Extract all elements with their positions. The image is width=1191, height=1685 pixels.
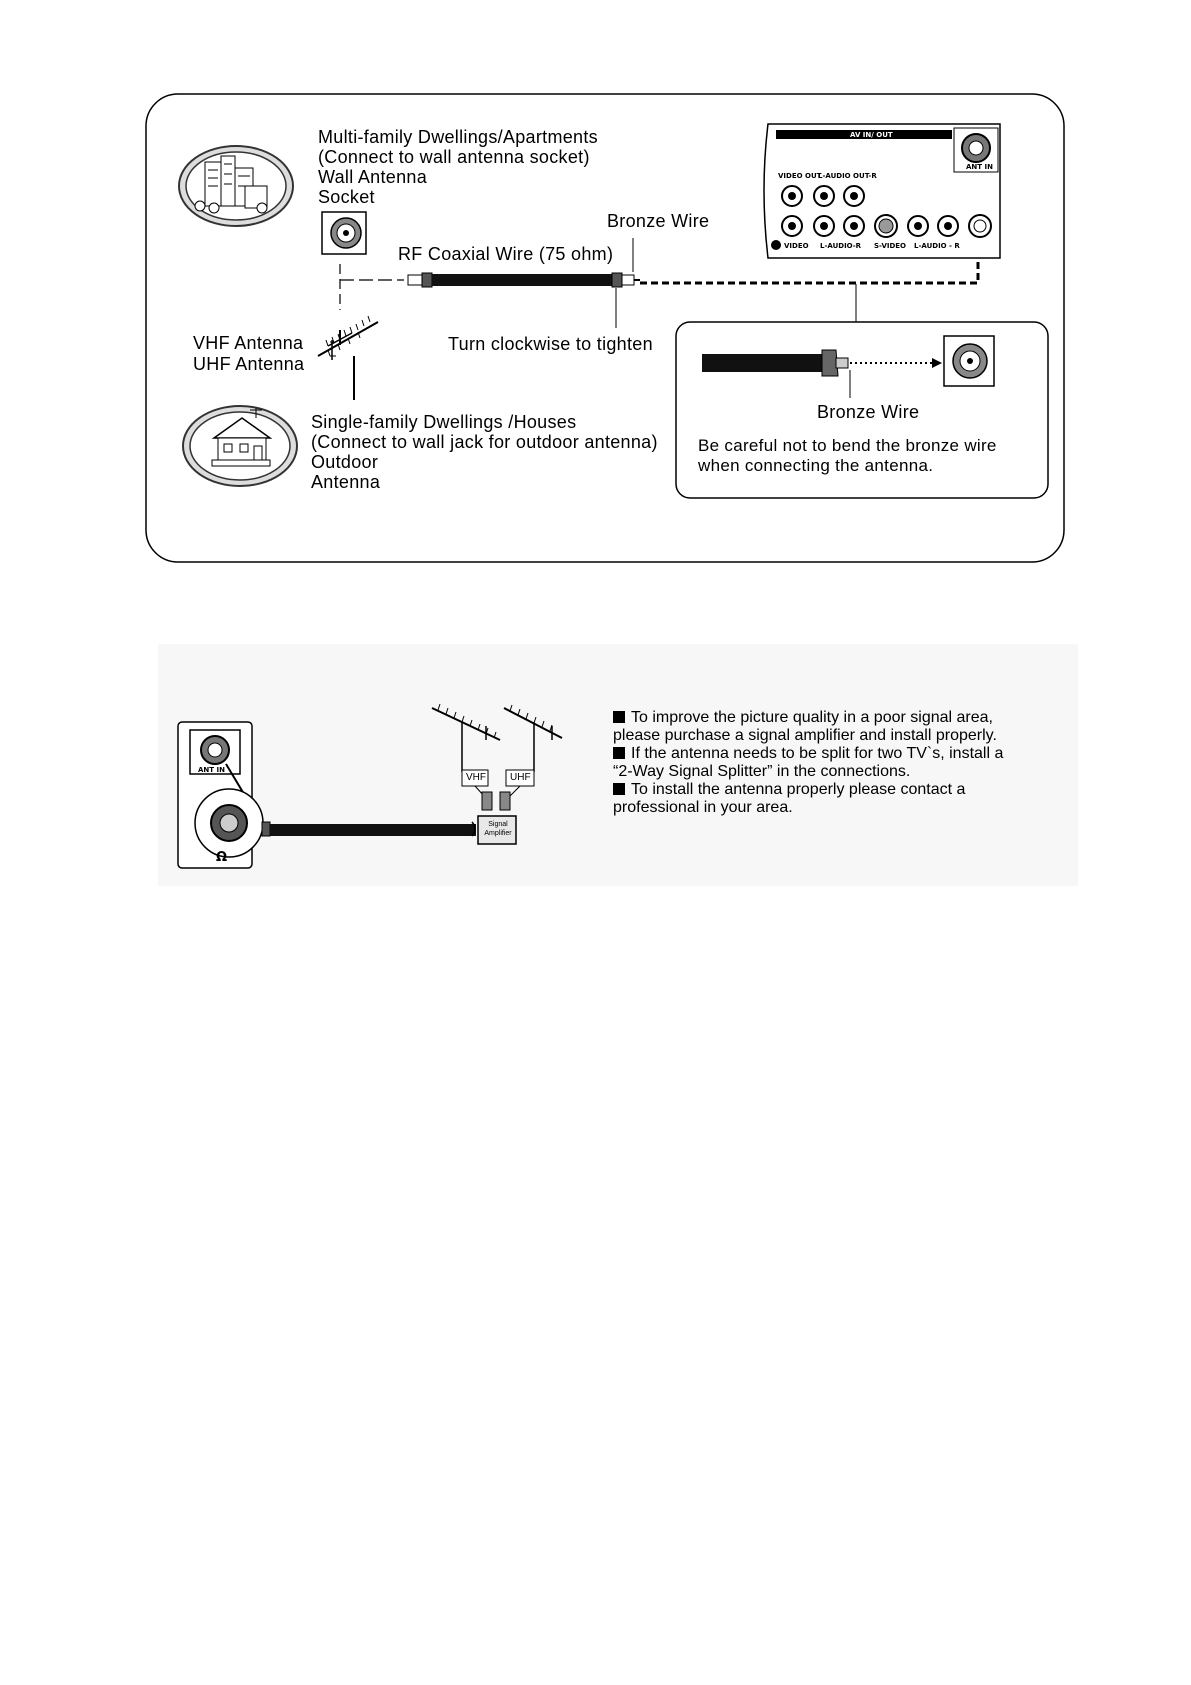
multi-family-subtitle: (Connect to wall antenna socket) (318, 147, 590, 167)
apartment-building-icon (178, 145, 294, 227)
caution-line-2: when connecting the antenna. (698, 456, 934, 475)
caution-line-1: Be careful not to bend the bronze wire (698, 436, 997, 455)
note-1-text: To improve the picture quality in a poor… (631, 709, 993, 726)
video-out-label: VIDEO OUT (778, 172, 822, 180)
single-family-title: Single-family Dwellings /Houses (311, 412, 577, 432)
antenna-label: Antenna (311, 472, 381, 492)
vhf-label: VHF (466, 772, 486, 783)
single-family-subtitle: (Connect to wall jack for outdoor antenn… (311, 432, 658, 452)
rf-coaxial-label: RF Coaxial Wire (75 ohm) (398, 244, 614, 264)
vhf-antenna-label: VHF Antenna (193, 333, 304, 353)
audio-in2-label: L-AUDIO - R (914, 242, 960, 250)
uhf-label: UHF (510, 772, 531, 783)
dual-antenna-icon (431, 703, 563, 811)
turn-clockwise-label: Turn clockwise to tighten (448, 334, 653, 354)
ant-in-label: ANT IN (198, 766, 225, 774)
outdoor-label: Outdoor (311, 452, 379, 472)
socket-label: Socket (318, 187, 375, 207)
cable-connector-detail (702, 335, 995, 387)
tv-back-panel (763, 123, 1001, 259)
signal-amplifier-label: Signal Amplifier (482, 820, 514, 838)
note-1: To improve the picture quality in a poor… (613, 709, 993, 727)
detail-bronze-wire-label: Bronze Wire (817, 402, 920, 422)
wall-antenna-socket-icon (321, 211, 367, 255)
rf-coaxial-cable (407, 272, 640, 288)
wall-antenna-label: Wall Antenna (318, 167, 427, 187)
bronze-wire-label: Bronze Wire (607, 211, 710, 231)
note-2-continued: “2-Way Signal Splitter” in the connectio… (613, 763, 911, 780)
note-2-text: If the antenna needs to be split for two… (631, 745, 1004, 762)
note-3-continued: professional in your area. (613, 799, 793, 816)
av-in-out-label: AV IN/ OUT (850, 131, 893, 139)
amplifier-diagram-bg (158, 644, 1078, 886)
amplifier-line-2: Amplifier (484, 830, 512, 837)
audio-out-label: L-AUDIO OUT-R (818, 172, 877, 180)
ohm-symbol: Ω (216, 850, 228, 865)
bullet-icon (613, 783, 625, 795)
bullet-icon (613, 747, 625, 759)
note-2: If the antenna needs to be split for two… (613, 745, 1003, 763)
note-1-continued: please purchase a signal amplifier and i… (613, 727, 997, 744)
svideo-label: S-VIDEO (874, 242, 907, 250)
signal-amplifier-box (477, 815, 517, 845)
note-3-text: To install the antenna properly please c… (631, 781, 966, 798)
tv-ant-in-panel (177, 721, 264, 869)
amplifier-line-1: Signal (488, 821, 508, 828)
uhf-antenna-label: UHF Antenna (193, 354, 305, 374)
video-in-label: VIDEO (784, 242, 809, 250)
house-icon (182, 405, 298, 487)
tv-ant-in-label: ANT IN (966, 163, 993, 171)
vhf-uhf-antenna-icon (317, 315, 379, 400)
audio-in-label: L-AUDIO-R (820, 242, 862, 250)
multi-family-title: Multi-family Dwellings/Apartments (318, 127, 598, 147)
note-3: To install the antenna properly please c… (613, 781, 965, 799)
coaxial-cable-to-amplifier (261, 821, 476, 837)
bullet-icon (613, 711, 625, 723)
